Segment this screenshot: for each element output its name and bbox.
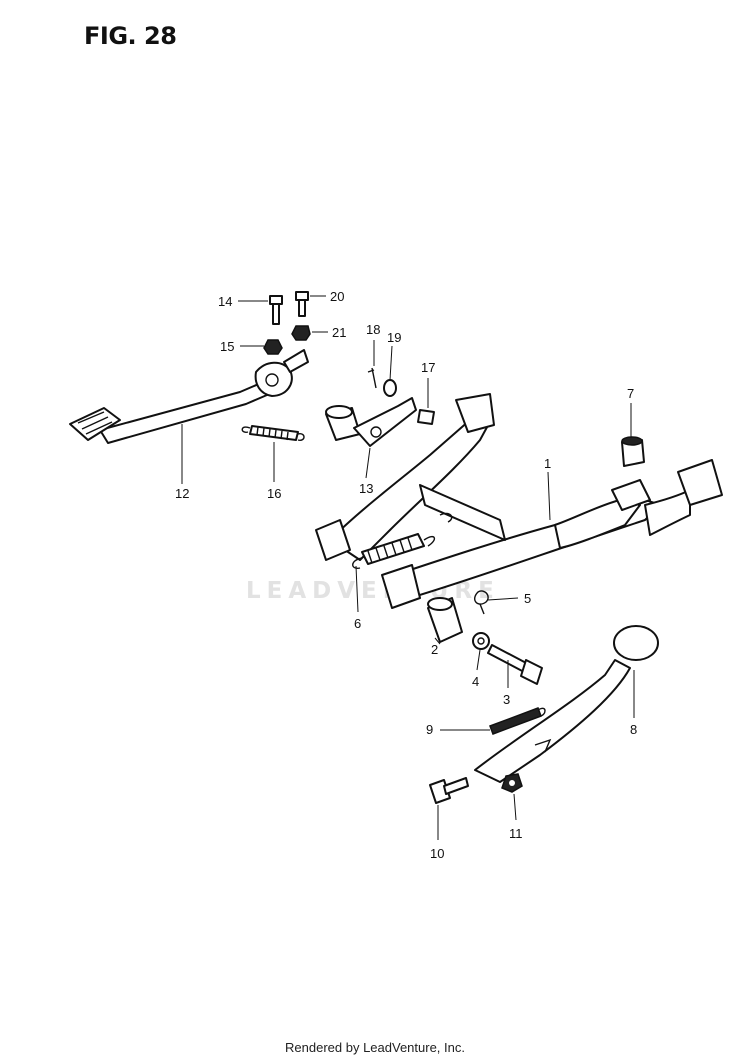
footer-credit: Rendered by LeadVenture, Inc. (285, 1040, 465, 1055)
part-6-stand-spring[interactable] (352, 533, 435, 569)
part-1-center-stand[interactable] (315, 393, 723, 609)
part-19-washer[interactable] (383, 379, 397, 397)
callout-4: 4 (472, 674, 479, 689)
callout-10: 10 (430, 846, 444, 861)
callout-2: 2 (431, 642, 438, 657)
callout-20: 20 (330, 289, 344, 304)
callout-12: 12 (175, 486, 189, 501)
callout-18: 18 (366, 322, 380, 337)
figure-title: FIG. 28 (84, 22, 177, 50)
callout-14: 14 (218, 294, 232, 309)
part-3-bolt[interactable] (487, 644, 543, 685)
callout-3: 3 (503, 692, 510, 707)
part-10-bolt[interactable] (429, 777, 469, 804)
callout-16: 16 (267, 486, 281, 501)
part-21-nut[interactable] (291, 325, 311, 341)
part-2-collar[interactable] (427, 597, 463, 643)
part-20-bolt[interactable] (295, 291, 309, 317)
part-9-spring[interactable] (489, 707, 546, 735)
part-5-clip[interactable] (474, 590, 489, 615)
part-14-bolt[interactable] (269, 295, 283, 325)
callout-5: 5 (524, 591, 531, 606)
part-18-pin[interactable] (367, 367, 377, 389)
part-16-spring[interactable] (241, 425, 305, 441)
callout-13: 13 (359, 481, 373, 496)
callout-1: 1 (544, 456, 551, 471)
callout-15: 15 (220, 339, 234, 354)
part-11-nut[interactable] (501, 773, 523, 793)
callout-21: 21 (332, 325, 346, 340)
callout-19: 19 (387, 330, 401, 345)
part-4-washer[interactable] (472, 632, 490, 650)
callout-labels: 1 2 3 4 5 6 7 8 9 10 11 12 13 14 15 16 1… (175, 289, 637, 861)
part-17-bolt[interactable] (417, 409, 435, 425)
callout-7: 7 (627, 386, 634, 401)
callout-9: 9 (426, 722, 433, 737)
callout-6: 6 (354, 616, 361, 631)
part-8-arm[interactable] (474, 625, 659, 783)
part-15-nut[interactable] (263, 339, 283, 355)
part-7-stopper[interactable] (621, 436, 645, 467)
part-12-pedal[interactable] (69, 349, 309, 444)
callout-17: 17 (421, 360, 435, 375)
callout-11: 11 (509, 826, 523, 841)
callout-8: 8 (630, 722, 637, 737)
leader-lines (181, 295, 635, 840)
part-13-lever[interactable] (325, 397, 417, 447)
